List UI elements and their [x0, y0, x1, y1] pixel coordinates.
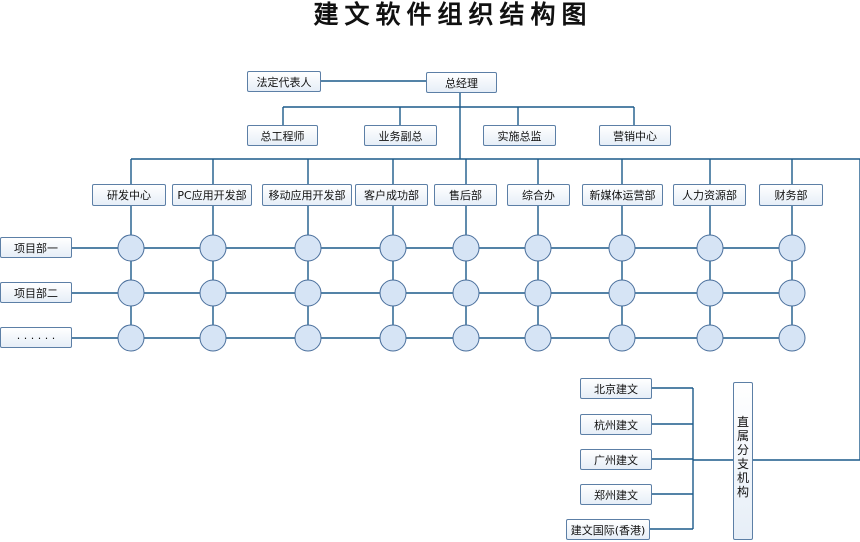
dept-box: 研发中心: [92, 184, 166, 206]
matrix-node: [778, 324, 806, 352]
dept-box: 移动应用开发部: [262, 184, 352, 206]
dept-box: 财务部: [759, 184, 823, 206]
branch-group-box: 直属分支机构: [733, 382, 753, 540]
branch-box: 杭州建文: [580, 414, 652, 435]
dept-box: 人力资源部: [673, 184, 746, 206]
dept-box: PC应用开发部: [172, 184, 252, 206]
matrix-node: [608, 324, 636, 352]
matrix-node: [379, 324, 407, 352]
exec-box: 实施总监: [483, 125, 556, 146]
chart-title: 建文软件组织结构图: [313, 0, 593, 29]
dept-box: 客户成功部: [355, 184, 428, 206]
matrix-node: [452, 279, 480, 307]
matrix-node: [452, 324, 480, 352]
matrix-node: [608, 234, 636, 262]
branch-box: 郑州建文: [580, 484, 652, 505]
branch-box: 建文国际(香港): [566, 519, 650, 540]
matrix-node: [778, 279, 806, 307]
matrix-node: [199, 234, 227, 262]
exec-box: 业务副总: [364, 125, 437, 146]
dept-box: 新媒体运营部: [582, 184, 663, 206]
legal-rep-box: 法定代表人: [247, 71, 321, 92]
dept-box: 综合办: [507, 184, 570, 206]
matrix-node: [379, 279, 407, 307]
matrix-node: [524, 234, 552, 262]
matrix-node: [524, 324, 552, 352]
matrix-node: [117, 279, 145, 307]
matrix-node: [696, 279, 724, 307]
matrix-node: [608, 279, 636, 307]
matrix-node: [294, 234, 322, 262]
project-box: · · · · · ·: [0, 327, 72, 348]
branch-box: 北京建文: [580, 378, 652, 399]
matrix-node: [117, 324, 145, 352]
matrix-node: [117, 234, 145, 262]
project-box: 项目部一: [0, 237, 72, 258]
exec-box: 营销中心: [599, 125, 671, 146]
ceo-box: 总经理: [426, 72, 497, 93]
exec-box: 总工程师: [247, 125, 318, 146]
matrix-node: [379, 234, 407, 262]
matrix-node: [524, 279, 552, 307]
matrix-node: [696, 324, 724, 352]
dept-box: 售后部: [434, 184, 497, 206]
project-box: 项目部二: [0, 282, 72, 303]
matrix-node: [696, 234, 724, 262]
matrix-node: [778, 234, 806, 262]
branch-box: 广州建文: [580, 449, 652, 470]
matrix-node: [199, 279, 227, 307]
matrix-node: [199, 324, 227, 352]
matrix-node: [294, 324, 322, 352]
matrix-node: [452, 234, 480, 262]
matrix-node: [294, 279, 322, 307]
